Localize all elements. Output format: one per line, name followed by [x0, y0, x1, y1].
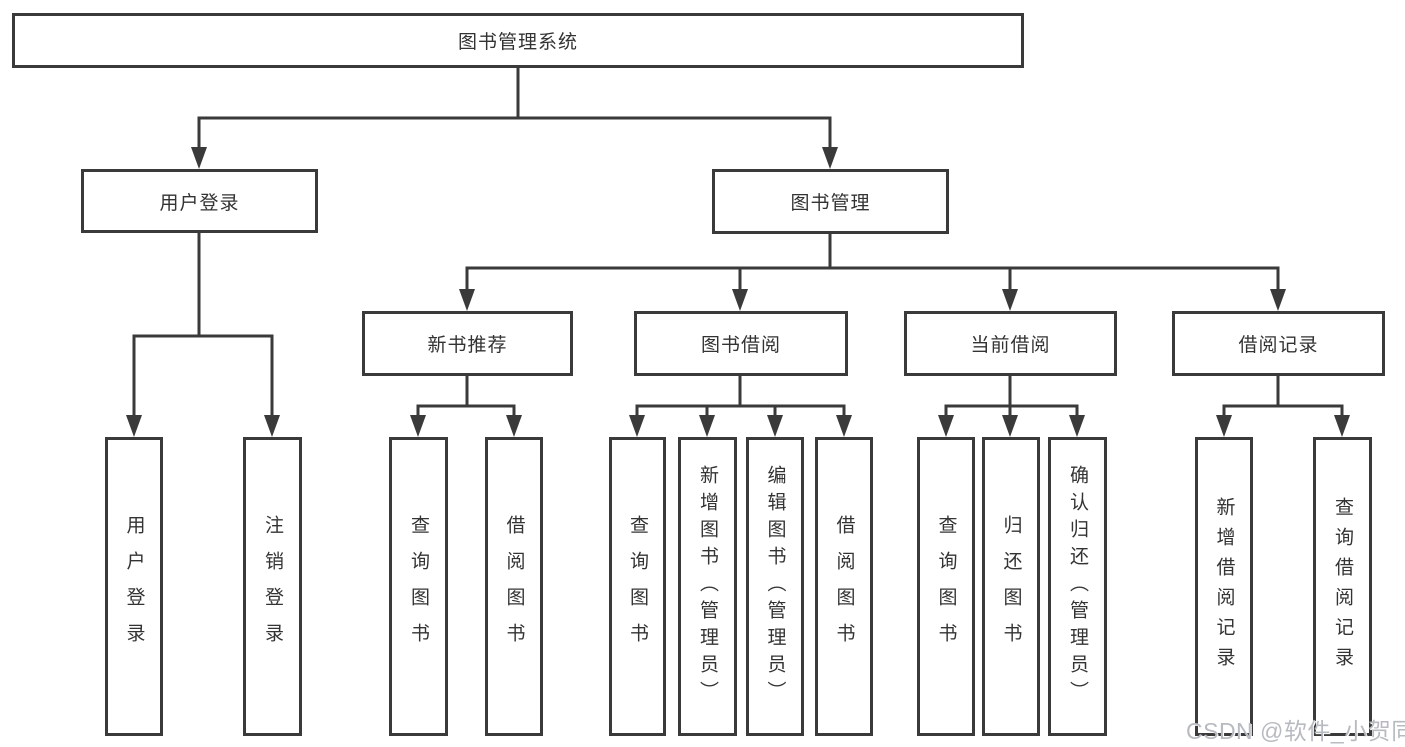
leaf-query-books-3: 查询图书	[917, 437, 975, 736]
leaf-logout: 注销登录	[243, 437, 302, 736]
leaf-label: 借阅图书	[503, 514, 525, 659]
node-label: 图书管理系统	[457, 32, 578, 53]
leaf-label: 查询借阅记录	[1332, 496, 1353, 677]
leaf-label: 确认归还（管理员）	[1067, 465, 1088, 708]
node-system-root: 图书管理系统	[12, 13, 1024, 68]
leaf-borrow-books-1: 借阅图书	[485, 437, 543, 736]
node-book-management: 图书管理	[712, 169, 949, 234]
node-label: 用户登录	[159, 192, 240, 214]
leaf-query-books-1: 查询图书	[389, 437, 448, 736]
leaf-label: 注销登录	[262, 514, 283, 659]
leaf-return-books: 归还图书	[982, 437, 1040, 736]
leaf-label: 查询图书	[408, 514, 429, 659]
leaf-label: 借阅图书	[833, 514, 855, 659]
leaf-edit-books-admin: 编辑图书（管理员）	[746, 437, 804, 736]
leaf-label: 新增借阅记录	[1213, 496, 1235, 677]
node-new-book-recommend: 新书推荐	[362, 311, 573, 376]
leaf-user-login: 用户登录	[105, 437, 163, 736]
leaf-query-borrow-record: 查询借阅记录	[1313, 437, 1372, 736]
node-label: 图书管理	[790, 193, 871, 214]
node-label: 当前借阅	[970, 335, 1051, 356]
csdn-watermark: CSDN @软件_小贺同学	[1186, 718, 1405, 744]
leaf-query-books-2: 查询图书	[609, 437, 666, 736]
leaf-add-borrow-record: 新增借阅记录	[1195, 437, 1253, 736]
leaf-borrow-books-2: 借阅图书	[815, 437, 873, 736]
leaf-add-books-admin: 新增图书（管理员）	[678, 437, 737, 736]
leaf-label: 归还图书	[1000, 514, 1022, 659]
leaf-label: 编辑图书（管理员）	[764, 465, 786, 708]
node-label: 图书借阅	[700, 335, 781, 356]
leaf-label: 新增图书（管理员）	[697, 465, 718, 708]
leaf-label: 查询图书	[935, 514, 957, 659]
node-user-login: 用户登录	[81, 169, 318, 233]
leaf-confirm-return-admin: 确认归还（管理员）	[1048, 437, 1107, 736]
arrowheads	[126, 147, 1350, 437]
leaf-label: 用户登录	[123, 514, 145, 659]
node-current-borrow: 当前借阅	[904, 311, 1117, 376]
node-borrow-records: 借阅记录	[1172, 311, 1385, 376]
leaf-label: 查询图书	[627, 514, 648, 659]
node-label: 新书推荐	[427, 335, 508, 356]
node-book-borrow: 图书借阅	[634, 311, 848, 376]
node-label: 借阅记录	[1238, 335, 1319, 356]
